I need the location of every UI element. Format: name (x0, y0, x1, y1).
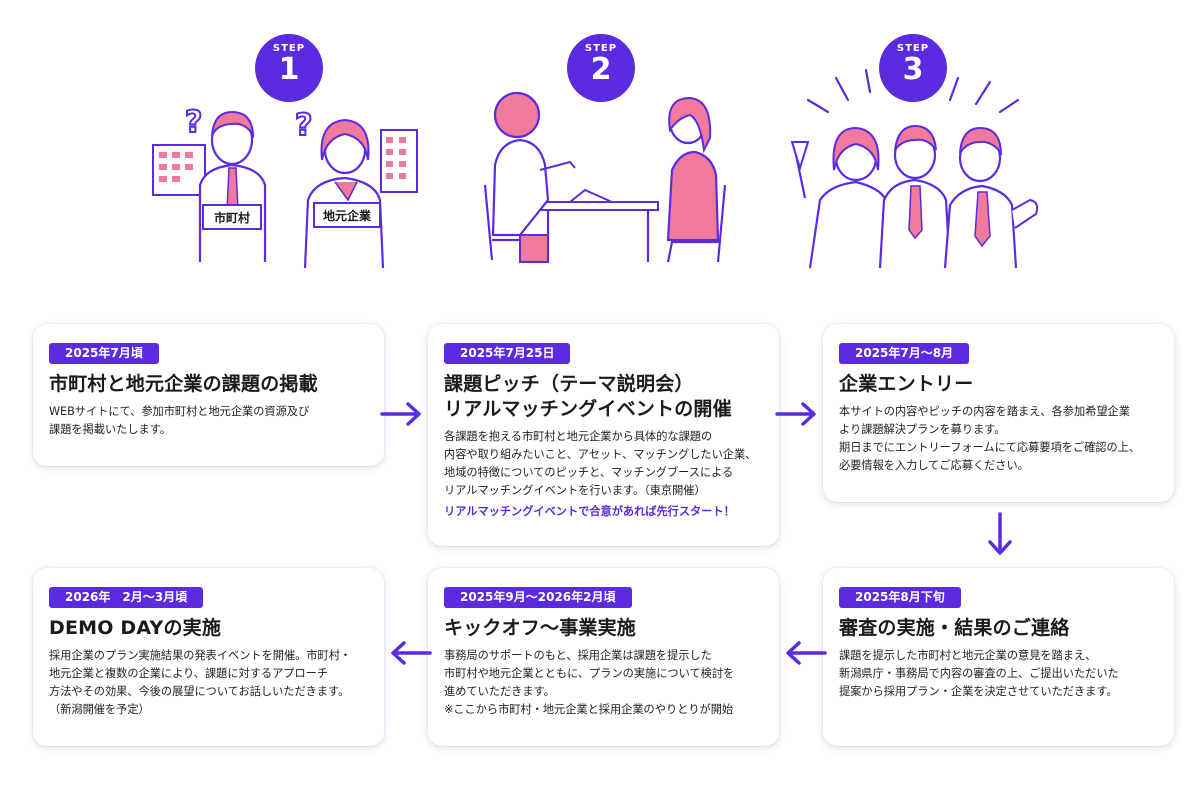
step-label: STEP (272, 43, 306, 54)
step-1-badge: STEP 1 (255, 34, 323, 102)
card-publish-issues: 2025年7月頃 市町村と地元企業の課題の掲載 WEBサイトにて、参加市町村と地… (33, 324, 384, 466)
step-2-illustration (483, 91, 727, 263)
card-body: 採用企業のプラン実施結果の発表イベントを開催。市町村・ 地元企業と複数の企業によ… (49, 649, 352, 716)
card-title: 企業エントリー (839, 373, 974, 395)
step-2-badge: STEP 2 (567, 34, 635, 102)
sign-local-company: 地元企業 (323, 208, 372, 223)
card-kickoff: 2025年9月〜2026年2月頃 キックオフ〜事業実施 事務局のサポートのもと、… (428, 568, 779, 746)
card-body: 事務局のサポートのもと、採用企業は課題を提示した 市町村や地元企業とともに、プラ… (444, 649, 735, 698)
card-title: 市町村と地元企業の課題の掲載 (49, 373, 318, 395)
date-badge: 2025年7月頃 (49, 343, 159, 364)
card-title: キックオフ〜事業実施 (444, 617, 637, 639)
card-title: 課題ピッチ（テーマ説明会） リアルマッチングイベントの開催 (444, 373, 732, 420)
svg-text:?: ? (185, 105, 202, 140)
card-title: DEMO DAYの実施 (49, 617, 222, 639)
arrow-left-icon (786, 641, 827, 665)
step-illustrations: ? ? 市町村 地元企業 (0, 0, 1200, 300)
arrow-right-icon (775, 402, 816, 426)
step-3-badge: STEP 3 (879, 34, 947, 102)
card-demo-day: 2026年 2月〜3月頃 DEMO DAYの実施 採用企業のプラン実施結果の発表… (33, 568, 384, 746)
card-company-entry: 2025年7月〜8月 企業エントリー 本サイトの内容やピッチの内容を踏まえ、各参… (823, 324, 1174, 502)
sign-municipality: 市町村 (214, 210, 250, 225)
date-badge: 2026年 2月〜3月頃 (49, 587, 204, 608)
arrow-left-icon (391, 641, 432, 665)
card-body: 本サイトの内容やピッチの内容を踏まえ、各参加希望企業 より課題解決プランを募りま… (839, 405, 1141, 472)
date-badge: 2025年7月〜8月 (839, 343, 970, 364)
step-number: 3 (902, 52, 924, 87)
card-body: WEBサイトにて、参加市町村と地元企業の資源及び 課題を掲載いたします。 (49, 405, 310, 436)
step-number: 1 (278, 52, 300, 87)
card-note: リアルマッチングイベントで合意があれば先行スタート！ (444, 505, 735, 518)
date-badge: 2025年9月〜2026年2月頃 (444, 587, 632, 608)
step-number: 2 (590, 52, 612, 87)
card-body: 各課題を抱える市町村と地元企業から具体的な課題の 内容や取り組みたいこと、アセッ… (444, 430, 757, 497)
card-title: 審査の実施・結果のご連絡 (839, 617, 1070, 639)
card-pitch-event: 2025年7月25日 課題ピッチ（テーマ説明会） リアルマッチングイベントの開催… (428, 324, 779, 546)
card-review-results: 2025年8月下旬 審査の実施・結果のご連絡 課題を提示した市町村と地元企業の意… (823, 568, 1174, 746)
step-3-illustration (790, 68, 1039, 269)
arrow-down-icon (988, 512, 1012, 555)
date-badge: 2025年7月25日 (444, 343, 571, 364)
date-badge: 2025年8月下旬 (839, 587, 961, 608)
card-body: 課題を提示した市町村と地元企業の意見を踏まえ、 新潟県庁・事務局で内容の審査の上… (839, 649, 1119, 698)
arrow-right-icon (380, 402, 421, 426)
card-extra-note: ※ここから市町村・地元企業と採用企業のやりとりが開始 (444, 703, 734, 716)
step-label: STEP (896, 43, 930, 54)
svg-text:?: ? (295, 108, 312, 143)
step-1-illustration: ? ? 市町村 地元企業 (152, 104, 418, 269)
step-label: STEP (584, 43, 618, 54)
